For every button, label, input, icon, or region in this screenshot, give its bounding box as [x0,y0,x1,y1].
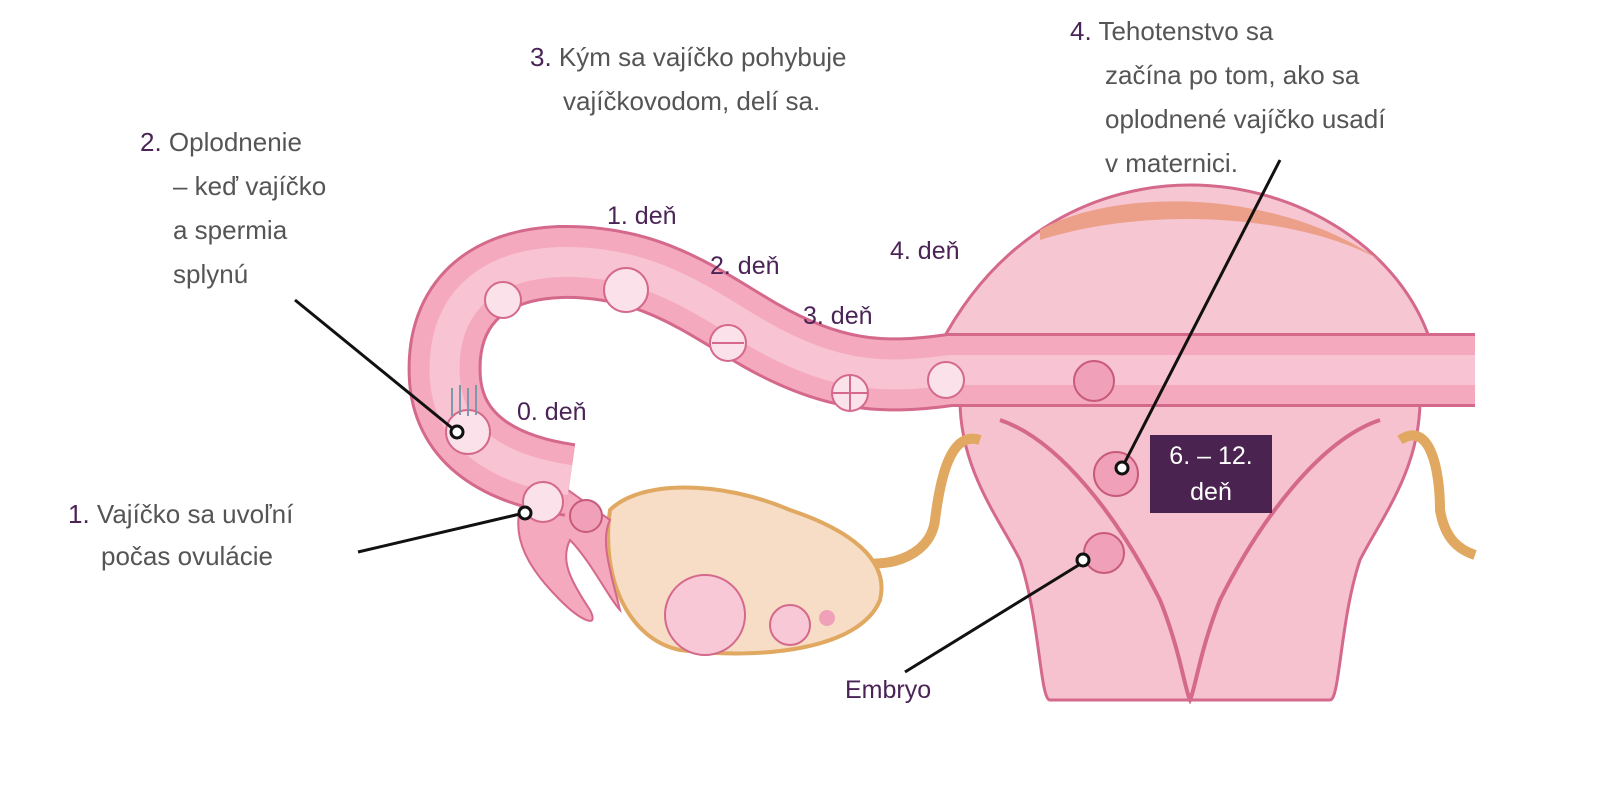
day-4-label: 4. deň [890,237,960,265]
uterus-wall [1040,201,1380,260]
egg-cells [445,267,965,523]
day-1-label: 1. deň [607,202,677,230]
day-0-label: 0. deň [517,398,587,426]
implantation-day-box: 6. – 12. deň [1150,435,1272,513]
day-2-label: 2. deň [710,252,780,280]
uterine-cavity [999,418,1381,705]
day-3-label: 3. deň [803,302,873,330]
step-1-label: 1. Vajíčko sa uvoľní počas ovulácie [68,499,294,571]
ovary [606,485,884,656]
step-3-label: 3. Kým sa vajíčko pohybuje vajíčkovodom,… [530,42,847,116]
step-4-label: 4. Tehotenstvo sa začína po tom, ako sa … [1070,16,1386,178]
leader-lines [294,159,1282,674]
sperm-icon [451,385,477,416]
embryo-label: Embryo [845,676,932,704]
step-2-label: 2. Oplodnenie – keď vajíčko a spermia sp… [140,127,327,289]
